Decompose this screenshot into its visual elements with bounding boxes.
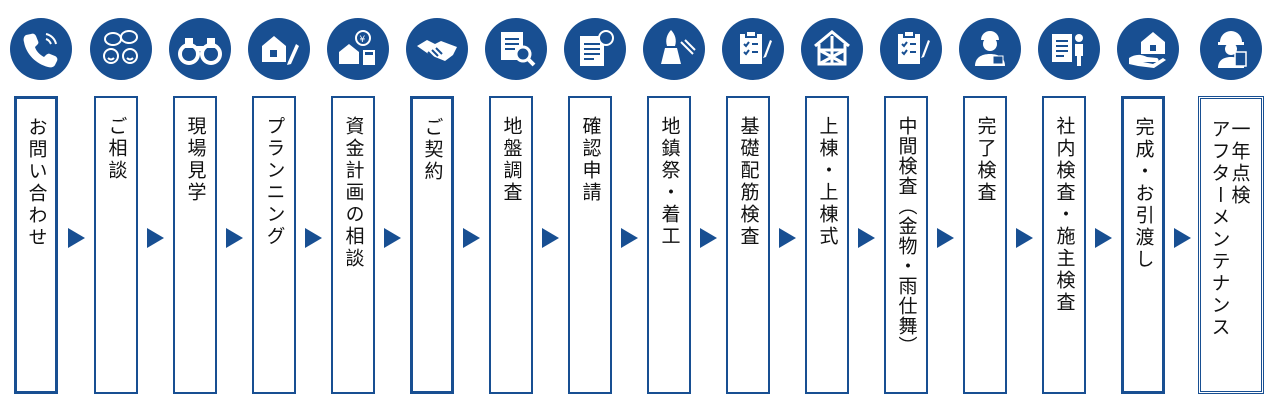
step-planning: プランニング [244, 0, 312, 400]
step-box: 確認申請 [568, 96, 612, 394]
step-label: 社内検査・施主検査 [1053, 116, 1076, 314]
step-box: 地鎮祭・着工 [647, 96, 691, 394]
step-framing: 上棟・上棟式 [797, 0, 865, 400]
chat-faces-icon [90, 18, 152, 80]
step-box: 社内検査・施主検査 [1042, 96, 1086, 394]
step-foundation-inspection: 基礎配筋検査 [718, 0, 786, 400]
step-label: 完成・お引渡し [1132, 117, 1155, 271]
arrow-icon [384, 228, 401, 248]
step-box: 完成・お引渡し [1121, 96, 1165, 394]
step-finance: ¥ 資金計画の相談 [323, 0, 391, 400]
step-annual-maintenance: 一年点検 アフターメンテナンス [1196, 0, 1276, 400]
step-interim-inspection: 中間検査（金物・雨仕舞） [876, 0, 944, 400]
step-label: 中間検査（金物・雨仕舞） [895, 116, 918, 356]
step-box: 資金計画の相談 [331, 96, 375, 394]
house-money-calculator-icon: ¥ [327, 18, 389, 80]
step-label: 地鎮祭・着工 [658, 116, 681, 248]
clipboard-check-icon [880, 18, 942, 80]
maintenance-worker-icon [1200, 18, 1262, 80]
step-box: ご契約 [410, 96, 454, 394]
step-label: 確認申請 [579, 116, 602, 204]
house-handover-icon [1117, 18, 1179, 80]
step-label: ご契約 [421, 117, 444, 183]
step-box: 中間検査（金物・雨仕舞） [884, 96, 928, 394]
step-label: 完了検査 [974, 116, 997, 204]
document-magnifier-icon [485, 18, 547, 80]
arrow-icon [700, 228, 717, 248]
step-contract: ご契約 [402, 0, 470, 400]
step-box: 現場見学 [173, 96, 217, 394]
step-label: 基礎配筋検査 [737, 116, 760, 248]
step-box: プランニング [252, 96, 296, 394]
step-label: 資金計画の相談 [342, 116, 365, 270]
step-box: 地盤調査 [489, 96, 533, 394]
phone-icon [10, 18, 72, 80]
document-stamp-icon [564, 18, 626, 80]
step-completion-inspection: 完了検査 [955, 0, 1023, 400]
step-label: お問い合わせ [25, 117, 48, 249]
inspector-icon [959, 18, 1021, 80]
binoculars-icon [169, 18, 231, 80]
svg-text:¥: ¥ [360, 35, 366, 45]
clipboard-check-icon [722, 18, 784, 80]
ground-breaking-icon [643, 18, 705, 80]
step-box: 完了検査 [963, 96, 1007, 394]
step-permit: 確認申請 [560, 0, 628, 400]
step-box: 基礎配筋検査 [726, 96, 770, 394]
handshake-icon [406, 18, 468, 80]
arrow-icon [858, 228, 875, 248]
arrow-icon [542, 228, 559, 248]
house-frame-icon [801, 18, 863, 80]
step-label: ご相談 [105, 116, 128, 182]
step-label-line2: アフターメンテナンス [1208, 119, 1231, 339]
step-label: 地盤調査 [500, 116, 523, 204]
step-label: 上棟・上棟式 [816, 116, 839, 248]
step-box: ご相談 [94, 96, 138, 394]
arrow-icon [305, 228, 322, 248]
step-inquiry: お問い合わせ [6, 0, 74, 400]
arrow-icon [779, 228, 796, 248]
step-label: 現場見学 [184, 116, 207, 204]
arrow-icon [463, 228, 480, 248]
arrow-icon [1095, 228, 1112, 248]
arrow-icon [68, 228, 85, 248]
document-person-icon [1038, 18, 1100, 80]
arrow-icon [147, 228, 164, 248]
step-box: 一年点検 アフターメンテナンス [1198, 96, 1264, 394]
house-plan-pencil-icon [248, 18, 310, 80]
step-box: 上棟・上棟式 [805, 96, 849, 394]
step-consultation: ご相談 [86, 0, 154, 400]
step-site-visit: 現場見学 [165, 0, 233, 400]
arrow-icon [1016, 228, 1033, 248]
step-label: プランニング [263, 116, 286, 248]
step-ground-survey: 地盤調査 [481, 0, 549, 400]
arrow-icon [226, 228, 243, 248]
arrow-icon [937, 228, 954, 248]
step-box: お問い合わせ [14, 96, 58, 394]
arrow-icon [621, 228, 638, 248]
step-handover: 完成・お引渡し [1113, 0, 1181, 400]
step-internal-owner-inspection: 社内検査・施主検査 [1034, 0, 1102, 400]
step-groundbreaking: 地鎮祭・着工 [639, 0, 707, 400]
step-label-line1: 一年点検 [1228, 119, 1251, 207]
arrow-icon [1174, 228, 1191, 248]
